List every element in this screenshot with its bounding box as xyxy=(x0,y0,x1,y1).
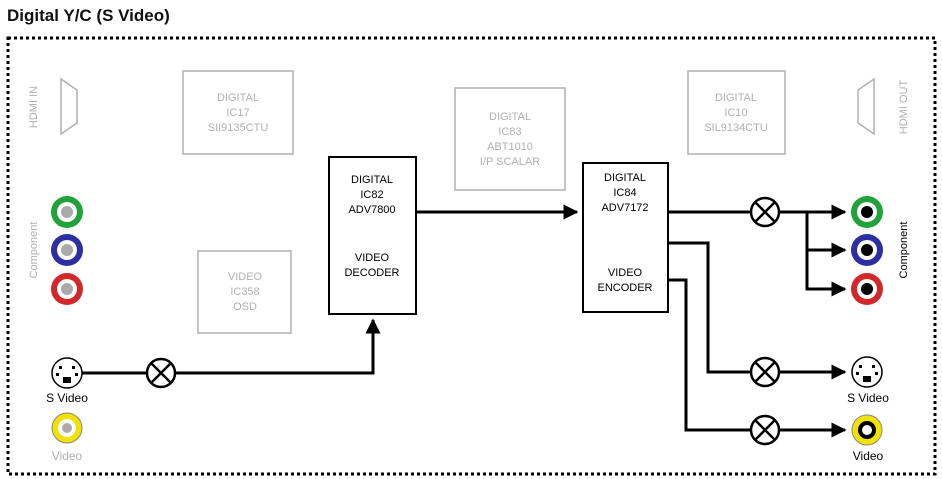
chip-ic10-line1: DIGITAL xyxy=(715,92,757,104)
line-encoder-to-video-mixer xyxy=(668,278,750,432)
svideo-out-label: S Video xyxy=(847,391,889,405)
video-out-label: Video xyxy=(853,449,884,463)
component-in-label: Component xyxy=(28,222,40,279)
component-in-red-jack-icon xyxy=(51,273,83,305)
video-out-jack-icon xyxy=(851,414,883,446)
page-title: Digital Y/C (S Video) xyxy=(7,6,170,25)
chip-ic358-line1: VIDEO xyxy=(228,271,263,283)
chip-ic84-line1: DIGITAL xyxy=(604,172,646,184)
chip-ic84-line3: ADV7172 xyxy=(601,202,648,214)
svideo-in-jack-icon xyxy=(51,357,83,389)
device-frame xyxy=(6,36,937,476)
chip-ic84-encoder: DIGITAL IC84 ADV7172 VIDEO ENCODER xyxy=(582,162,669,313)
chip-ic83-line1: DIGITAL xyxy=(489,111,531,123)
component-out-green-jack-icon xyxy=(851,196,883,228)
component-out-blue-jack-icon xyxy=(851,234,883,266)
svideo-out-jack-icon xyxy=(851,356,883,388)
chip-ic10-line2: IC10 xyxy=(724,107,747,119)
chip-ic84-line2: IC84 xyxy=(613,187,636,199)
video-in-jack-icon xyxy=(51,412,83,444)
chip-ic84-line5: VIDEO xyxy=(608,267,643,279)
chip-ic17-line3: SII9135CTU xyxy=(208,122,269,134)
chip-ic84-line6: ENCODER xyxy=(597,282,652,294)
mixer-svideo-out-icon xyxy=(749,356,781,388)
svideo-in-label: S Video xyxy=(46,391,88,405)
hdmi-in-label: HDMI IN xyxy=(28,86,40,128)
line-encoder-to-svideo-mixer xyxy=(668,241,750,374)
component-out-red-jack-icon xyxy=(851,273,883,305)
line-branch-blue xyxy=(805,212,847,258)
chip-ic83-line3: ABT1010 xyxy=(487,141,533,153)
chip-ic10: DIGITAL IC10 SIL9134CTU xyxy=(687,70,786,155)
component-in-green-jack-icon xyxy=(51,196,83,228)
chip-ic82-line3: ADV7800 xyxy=(348,204,395,216)
chip-ic82-line2: IC82 xyxy=(360,189,383,201)
hdmi-in-port-icon xyxy=(60,77,78,136)
chip-ic82-decoder: DIGITAL IC82 ADV7800 VIDEO DECODER xyxy=(328,156,417,315)
component-out-label: Component xyxy=(898,222,910,279)
chip-ic17-line2: IC17 xyxy=(226,107,249,119)
mixer-component-out-icon xyxy=(749,196,781,228)
chip-ic82-line5: VIDEO xyxy=(355,252,390,264)
mixer-svideo-in-icon xyxy=(145,357,177,389)
chip-ic358: VIDEO IC358 OSD xyxy=(197,250,292,334)
chip-ic82-line6: DECODER xyxy=(344,267,399,279)
component-in-blue-jack-icon xyxy=(51,234,83,266)
signal-lines xyxy=(82,204,847,438)
chip-ic358-line3: OSD xyxy=(233,301,257,313)
chip-ic83-line4: I/P SCALAR xyxy=(480,156,540,168)
chip-ic10-line3: SIL9134CTU xyxy=(704,122,768,134)
chip-ic83: DIGITAL IC83 ABT1010 I/P SCALAR xyxy=(454,87,566,191)
chip-ic17-line1: DIGITAL xyxy=(217,92,259,104)
mixer-video-out-icon xyxy=(749,414,781,446)
line-mixer-to-decoder xyxy=(176,318,381,375)
chip-ic358-line2: IC358 xyxy=(230,286,259,298)
chip-ic82-line1: DIGITAL xyxy=(351,174,393,186)
chip-ic17: DIGITAL IC17 SII9135CTU xyxy=(182,70,294,155)
chip-ic83-line2: IC83 xyxy=(498,126,521,138)
video-in-label: Video xyxy=(52,449,83,463)
hdmi-out-port-icon xyxy=(857,77,875,136)
hdmi-out-label: HDMI OUT xyxy=(898,80,910,135)
line-branch-red xyxy=(805,250,847,297)
